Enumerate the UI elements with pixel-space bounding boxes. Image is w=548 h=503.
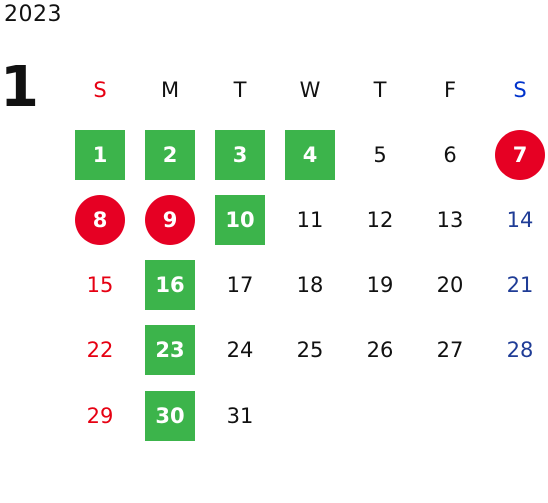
highlighted-day-square: 10	[215, 194, 265, 245]
weekday-header: F	[443, 77, 457, 102]
day-number: 13	[436, 207, 464, 232]
day-number: 16	[155, 273, 185, 298]
highlighted-day-square: 4	[285, 129, 335, 180]
highlighted-day-square: 2	[145, 129, 195, 180]
day-number: 11	[296, 207, 324, 232]
day-number: 19	[366, 273, 394, 298]
day-number: 31	[226, 403, 254, 428]
day-cell[interactable]: 22	[65, 318, 135, 383]
weekday-header: S	[93, 77, 107, 102]
day-cell[interactable]: 24	[205, 318, 275, 383]
empty-day-cell	[345, 383, 415, 448]
day-cell[interactable]: 18	[275, 253, 345, 318]
day-number: 20	[436, 273, 464, 298]
day-cell[interactable]: 20	[415, 253, 485, 318]
day-number: 23	[155, 338, 185, 363]
weekday-header: M	[160, 77, 180, 102]
highlighted-day-circle: 7	[495, 129, 545, 180]
day-cell[interactable]: 6	[415, 122, 485, 187]
day-number: 21	[506, 273, 534, 298]
day-cell[interactable]: 17	[205, 253, 275, 318]
day-number: 17	[226, 273, 254, 298]
empty-day-cell	[275, 383, 345, 448]
day-number: 8	[92, 207, 108, 232]
empty-day-cell	[415, 383, 485, 448]
day-cell[interactable]: 16	[135, 253, 205, 318]
day-number: 6	[443, 142, 457, 167]
day-number: 26	[366, 338, 394, 363]
day-number: 28	[506, 338, 534, 363]
day-cell[interactable]: 31	[205, 383, 275, 448]
day-cell[interactable]: 28	[485, 318, 548, 383]
day-number: 22	[86, 338, 114, 363]
weekday-header: S	[513, 77, 527, 102]
day-number: 2	[162, 142, 178, 167]
day-number: 27	[436, 338, 464, 363]
day-number: 5	[373, 142, 387, 167]
month-label: 1	[0, 55, 39, 120]
highlighted-day-circle: 9	[145, 194, 195, 245]
day-number: 10	[225, 207, 255, 232]
day-cell[interactable]: 4	[275, 122, 345, 187]
day-number: 29	[86, 403, 114, 428]
day-cell[interactable]: 9	[135, 187, 205, 252]
day-number: 25	[296, 338, 324, 363]
day-number: 9	[162, 207, 178, 232]
highlighted-day-square: 1	[75, 129, 125, 180]
weekday-header: W	[299, 77, 321, 102]
day-number: 15	[86, 273, 114, 298]
day-cell[interactable]: 30	[135, 383, 205, 448]
day-cell[interactable]: 15	[65, 253, 135, 318]
day-number: 14	[506, 207, 534, 232]
highlighted-day-square: 3	[215, 129, 265, 180]
highlighted-day-square: 23	[145, 325, 195, 376]
day-cell[interactable]: 19	[345, 253, 415, 318]
year-label: 2023	[4, 2, 62, 27]
day-cell[interactable]: 1	[65, 122, 135, 187]
day-number: 4	[302, 142, 318, 167]
day-cell[interactable]: 25	[275, 318, 345, 383]
day-cell[interactable]: 7	[485, 122, 548, 187]
day-number: 1	[92, 142, 108, 167]
highlighted-day-circle: 8	[75, 194, 125, 245]
day-cell[interactable]: 14	[485, 187, 548, 252]
day-cell[interactable]: 27	[415, 318, 485, 383]
day-number: 3	[232, 142, 248, 167]
day-cell[interactable]: 26	[345, 318, 415, 383]
day-number: 12	[366, 207, 394, 232]
highlighted-day-square: 16	[145, 260, 195, 311]
day-number: 7	[512, 142, 528, 167]
day-cell[interactable]: 13	[415, 187, 485, 252]
day-number: 18	[296, 273, 324, 298]
day-cell[interactable]: 5	[345, 122, 415, 187]
day-number: 24	[226, 338, 254, 363]
day-cell[interactable]: 29	[65, 383, 135, 448]
day-cell[interactable]: 10	[205, 187, 275, 252]
day-number: 30	[155, 403, 185, 428]
day-cell[interactable]: 3	[205, 122, 275, 187]
day-cell[interactable]: 12	[345, 187, 415, 252]
highlighted-day-square: 30	[145, 390, 195, 441]
day-cell[interactable]: 23	[135, 318, 205, 383]
empty-day-cell	[485, 383, 548, 448]
day-cell[interactable]: 21	[485, 253, 548, 318]
day-cell[interactable]: 11	[275, 187, 345, 252]
day-cell[interactable]: 8	[65, 187, 135, 252]
weekday-header: T	[233, 77, 247, 102]
day-cell[interactable]: 2	[135, 122, 205, 187]
weekday-header: T	[373, 77, 387, 102]
